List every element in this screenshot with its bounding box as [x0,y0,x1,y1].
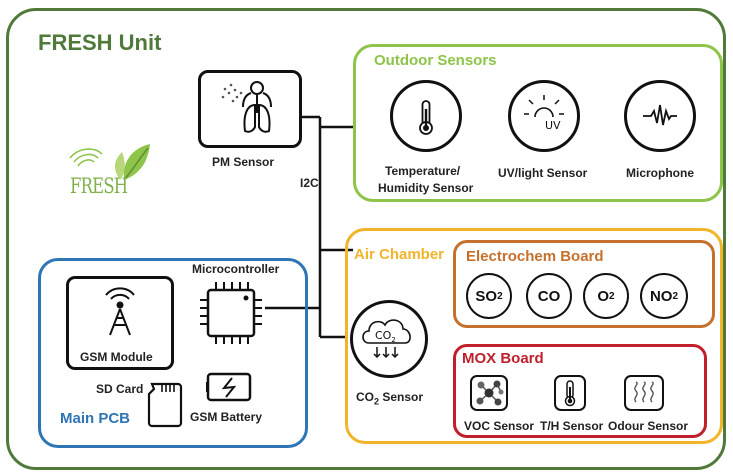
outdoor-sensors-group [353,44,723,202]
molecule-icon [476,380,504,406]
sd-card-label: SD Card [96,382,144,396]
temperature-humidity-label-2: Humidity Sensor [378,181,474,195]
uv-light-label: UV/light Sensor [498,166,588,180]
pm-sensor-box [198,70,302,148]
thermometer-icon [564,380,576,407]
mox-board [453,344,707,438]
odour-sensor-label: Odour Sensor [608,419,689,433]
co-sensor: CO [526,273,572,319]
co2-sensor: CO2 [350,300,428,378]
th-sensor-box [554,375,586,411]
pm-sensor-label: PM Sensor [212,155,275,169]
th-sensor-label: T/H Sensor [540,419,604,433]
temperature-humidity-label-1: Temperature/ [385,164,461,178]
antenna-icon [105,287,135,336]
svg-text:UV: UV [545,119,561,132]
chip-icon [200,282,262,344]
gsm-battery-label: GSM Battery [190,410,263,424]
mox-board-title: MOX Board [462,350,544,367]
fresh-logo-text: FRESH [70,174,128,198]
sound-wave-icon [643,104,677,126]
outdoor-sensors-title: Outdoor Sensors [374,52,497,69]
svg-text:CO2: CO2 [375,329,396,344]
odour-waves-icon [634,381,654,403]
co2-sensor-label-tail: Sensor [379,390,424,404]
co2-sensor-label: CO2 Sensor [356,390,423,408]
main-pcb-group [38,258,308,448]
temperature-humidity-sensor [390,80,462,152]
gsm-module-label: GSM Module [80,350,153,364]
uv-sun-icon: UV [524,95,564,132]
gsm-battery-icon [206,370,254,404]
microcontroller-label: Microcontroller [192,262,280,276]
voc-sensor-label: VOC Sensor [464,419,535,433]
electrochem-board [453,240,715,328]
microphone-label: Microphone [626,166,694,180]
lungs-icon [221,81,272,133]
microphone-sensor [624,80,696,152]
i2c-label: I2C [300,176,319,190]
air-chamber-group [345,228,723,444]
fresh-unit-title: FRESH Unit [38,30,162,55]
odour-sensor-box [624,375,664,411]
sd-card-icon [146,382,184,428]
co2-sensor-label-sub: 2 [374,396,380,407]
voc-sensor-box [470,375,508,411]
fresh-logo: FRESH [62,140,157,210]
thermometer-icon [419,100,433,135]
co2-cloud-icon: CO2 [362,319,411,359]
air-chamber-title: Air Chamber [354,246,445,263]
microcontroller-chip [196,278,266,348]
electrochem-board-title: Electrochem Board [466,248,604,265]
gsm-module-box [66,276,174,370]
main-pcb-title: Main PCB [60,410,131,427]
co2-sensor-label-main: CO [356,390,374,404]
fresh-unit-frame [6,8,726,470]
uv-light-sensor: UV [508,80,580,152]
